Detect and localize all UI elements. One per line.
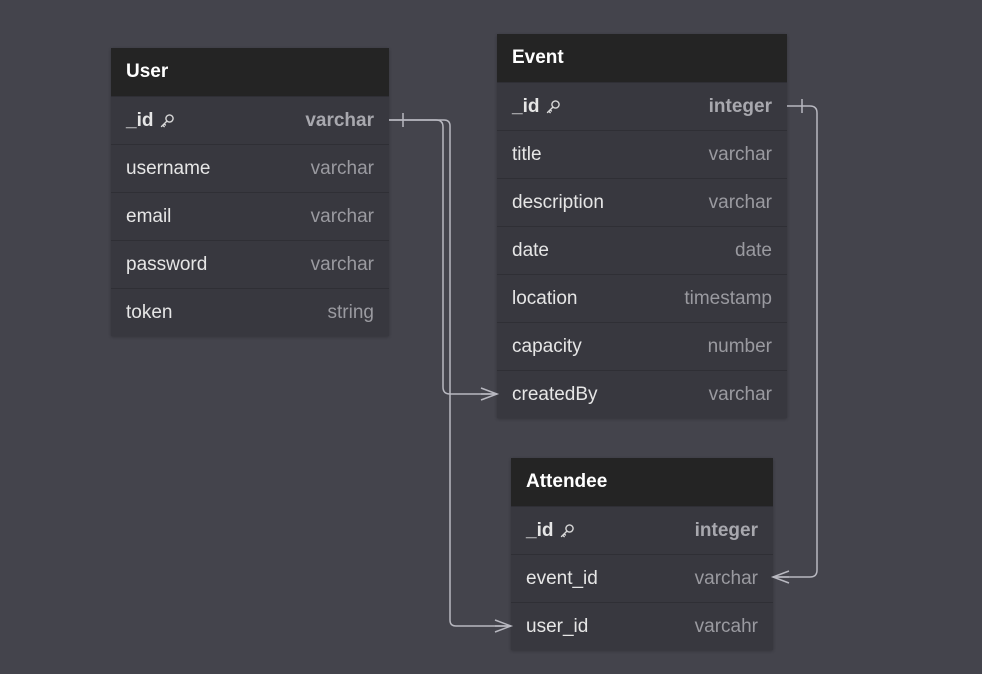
- table-attendee[interactable]: Attendee _id integer event_id varchar us…: [511, 458, 773, 650]
- table-event-row-id[interactable]: _id integer: [497, 82, 787, 130]
- field-name: event_id: [526, 567, 598, 589]
- key-icon: [161, 113, 175, 127]
- table-user[interactable]: User _id varchar username varchar email …: [111, 48, 389, 336]
- table-event-row-date[interactable]: date date: [497, 226, 787, 274]
- field-name: token: [126, 301, 173, 323]
- field-name: capacity: [512, 335, 582, 357]
- field-type: integer: [708, 95, 772, 117]
- many-marker: [770, 570, 790, 584]
- table-attendee-row-user-id[interactable]: user_id varcahr: [511, 602, 773, 650]
- table-event-row-title[interactable]: title varchar: [497, 130, 787, 178]
- field-type: number: [707, 335, 772, 357]
- field-name: createdBy: [512, 383, 598, 405]
- field-type: varchar: [694, 567, 758, 589]
- table-user-row-password[interactable]: password varchar: [111, 240, 389, 288]
- field-type: varchar: [305, 109, 374, 131]
- many-marker: [480, 387, 500, 401]
- key-icon: [561, 523, 575, 537]
- field-name: email: [126, 205, 172, 227]
- table-event-title[interactable]: Event: [497, 34, 787, 82]
- field-name-id: _id: [526, 520, 575, 542]
- field-name: description: [512, 191, 604, 213]
- field-type: integer: [694, 519, 758, 541]
- table-user-row-id[interactable]: _id varchar: [111, 96, 389, 144]
- table-event-row-createdby[interactable]: createdBy varchar: [497, 370, 787, 418]
- table-event[interactable]: Event _id integer title varchar descript…: [497, 34, 787, 418]
- connector-user-attendee[interactable]: [389, 119, 511, 627]
- field-type: varchar: [708, 191, 772, 213]
- many-marker: [494, 619, 514, 633]
- table-event-row-capacity[interactable]: capacity number: [497, 322, 787, 370]
- field-type: varchar: [310, 157, 374, 179]
- field-type: date: [735, 239, 772, 261]
- table-event-row-description[interactable]: description varchar: [497, 178, 787, 226]
- field-type: string: [327, 301, 374, 323]
- field-type: varchar: [708, 383, 772, 405]
- table-attendee-row-event-id[interactable]: event_id varchar: [511, 554, 773, 602]
- field-name: title: [512, 143, 542, 165]
- field-type: varchar: [708, 143, 772, 165]
- field-type: timestamp: [684, 287, 772, 309]
- key-icon: [547, 99, 561, 113]
- field-name-id: _id: [512, 96, 561, 118]
- field-type: varcahr: [694, 615, 758, 637]
- table-attendee-title[interactable]: Attendee: [511, 458, 773, 506]
- connector-user-event[interactable]: [389, 119, 497, 395]
- table-user-row-token[interactable]: token string: [111, 288, 389, 336]
- field-type: varchar: [310, 205, 374, 227]
- field-type: varchar: [310, 253, 374, 275]
- table-user-row-username[interactable]: username varchar: [111, 144, 389, 192]
- field-name: date: [512, 239, 549, 261]
- table-user-title[interactable]: User: [111, 48, 389, 96]
- table-attendee-row-id[interactable]: _id integer: [511, 506, 773, 554]
- table-user-row-email[interactable]: email varchar: [111, 192, 389, 240]
- field-name-id: _id: [126, 110, 175, 132]
- table-event-row-location[interactable]: location timestamp: [497, 274, 787, 322]
- field-name: user_id: [526, 615, 589, 637]
- field-name: username: [126, 157, 211, 179]
- field-name: location: [512, 287, 578, 309]
- field-name: password: [126, 253, 208, 275]
